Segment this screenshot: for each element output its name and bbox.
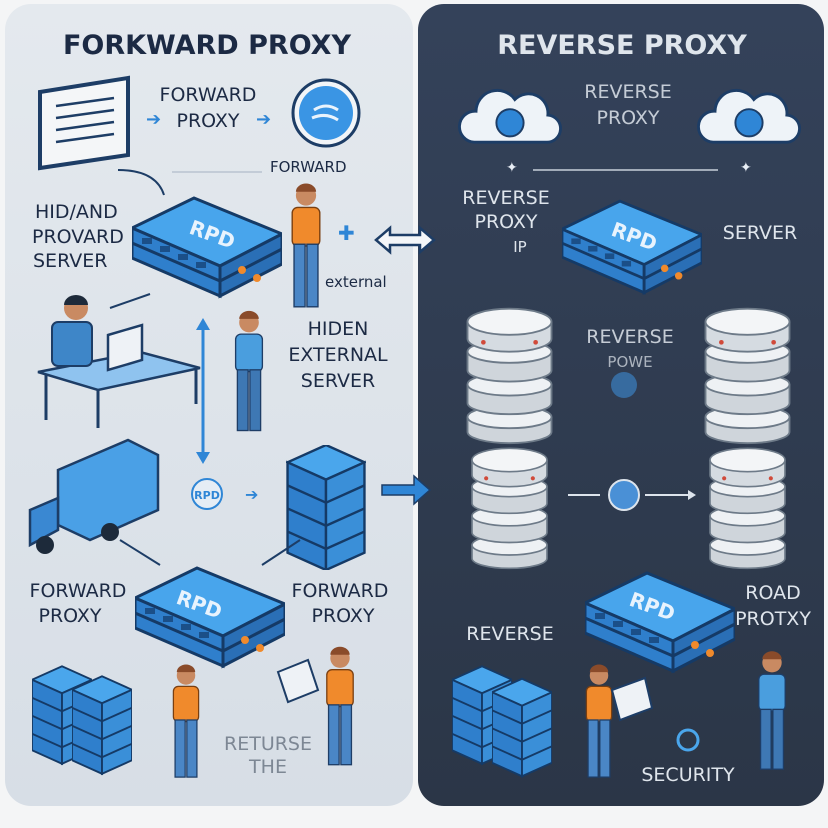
hidden-label-line1: HIDEN (308, 318, 369, 340)
arrow-right-icon: ➔ (245, 485, 258, 504)
cloud-label-line2: PROXY (596, 107, 659, 129)
bottom-right-label-line1: FORWARD (292, 580, 389, 602)
middle-label-line2: POWE (607, 353, 652, 371)
arrow-right-icon: ➔ (146, 109, 161, 130)
browser-window-icon (38, 75, 130, 171)
middle-label-line1: REVERSE (586, 326, 673, 348)
sparkle-icon: ✦ (740, 160, 752, 176)
right-arrow-icon (381, 474, 432, 506)
proxy-label-line1: REVERSE (462, 187, 549, 209)
backend-disk-stack (704, 307, 791, 445)
client-label-line1: FORWARD (160, 84, 257, 106)
bottom-label: REVERSE (466, 623, 553, 645)
road-label-line2: PROTXY (735, 608, 811, 630)
return-label-line1: RETURSE (224, 733, 312, 755)
server-tower (492, 677, 552, 778)
arrow-down-icon: ✚ (338, 221, 355, 245)
server-tower (72, 675, 132, 775)
delivery-truck-icon (28, 438, 160, 554)
glow-node-icon (611, 372, 637, 398)
hidden-label-line3: SERVER (301, 370, 375, 392)
external-label: external (325, 273, 387, 291)
proxy-label-line3: IP (513, 238, 526, 256)
server-tower (286, 445, 366, 570)
flow-label: FORWARD (270, 158, 347, 176)
backend-disk-stack (471, 447, 548, 570)
hidden-label-line2: EXTERNAL (288, 344, 388, 366)
svg-text:RPD: RPD (194, 489, 220, 502)
security-shield-icon (676, 728, 700, 752)
laptop-icon (610, 676, 654, 722)
client-label-line2: PROXY (176, 110, 239, 132)
server-label-line2: PROVARD (32, 226, 124, 248)
forward-proxy-panel (5, 4, 413, 806)
vertical-bidirectional-arrow-icon (196, 318, 210, 464)
proxy-node-icon: RPD (191, 478, 223, 510)
road-label-line1: ROAD (745, 582, 800, 604)
server-label-line3: SERVER (33, 250, 107, 272)
reverse-panel-title: REVERSE PROXY (497, 30, 747, 61)
sparkle-icon: ✦ (506, 160, 518, 176)
backend-disk-stack (709, 447, 786, 570)
server-label: SERVER (723, 222, 797, 244)
security-label: SECURITY (641, 764, 735, 786)
bottom-left-label-line1: FORWARD (30, 580, 127, 602)
backend-disk-stack (466, 307, 553, 445)
desk-user-illustration (37, 295, 201, 428)
laptop-icon (276, 658, 320, 704)
bidirectional-arrow-icon (374, 225, 436, 255)
bottom-right-label-line2: PROXY (311, 605, 374, 627)
cloud-label-line1: REVERSE (584, 81, 671, 103)
server-label-line1: HID/AND (35, 201, 118, 223)
bottom-left-label-line2: PROXY (38, 605, 101, 627)
proxy-node-icon (608, 479, 640, 511)
connector-line (117, 169, 165, 196)
forward-panel-title: FORKWARD PROXY (63, 30, 352, 61)
proxy-globe-icon (291, 78, 361, 148)
arrow-right-icon: ➔ (256, 109, 271, 130)
return-label-line2: THE (248, 756, 287, 778)
proxy-label-line2: PROXY (474, 211, 537, 233)
